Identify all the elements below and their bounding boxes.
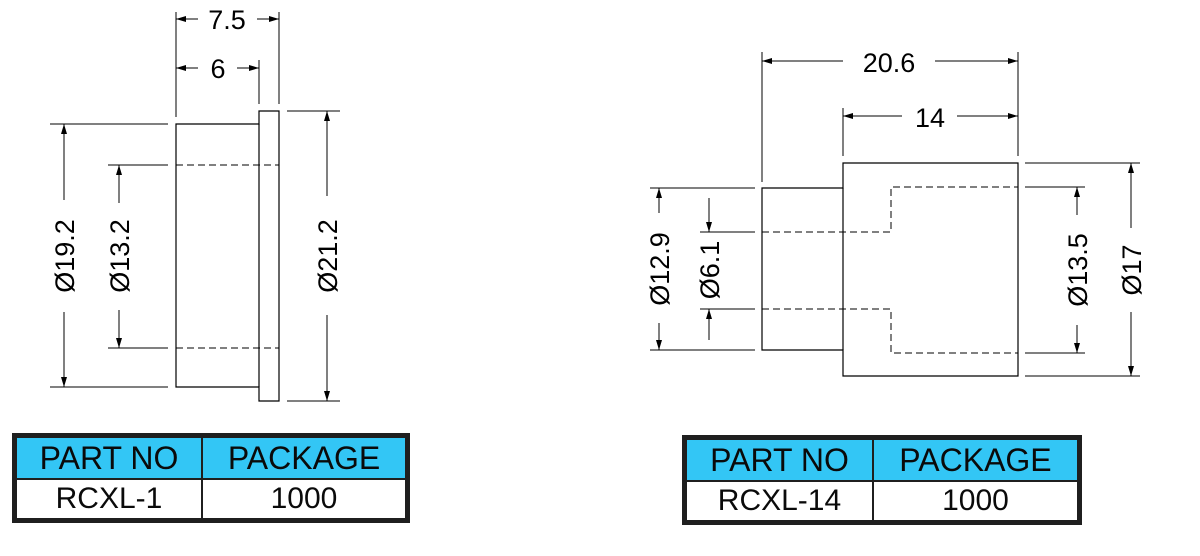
dim-large-outer-diameter-17: Ø17 (1117, 163, 1147, 376)
left-extension-lines (50, 12, 340, 402)
header-part-no: PART NO (13, 434, 203, 480)
part-table-right: PART NO PACKAGE RCXL-14 1000 (682, 435, 1082, 525)
dim-flange-diameter-21-2: Ø21.2 (313, 111, 343, 401)
cell-package: 1000 (871, 480, 1081, 524)
dim-small-bore-diameter-6-1: Ø6.1 (695, 198, 725, 340)
dim-label-12-9: Ø12.9 (645, 232, 675, 306)
dim-overall-length-20-6: 20.6 (762, 48, 1018, 78)
table-row: RCXL-14 1000 (683, 480, 1081, 524)
table-header-row: PART NO PACKAGE (13, 434, 409, 480)
header-package: PACKAGE (201, 434, 409, 480)
cell-package: 1000 (201, 478, 409, 522)
left-part-outline (175, 110, 280, 402)
dim-body-diameter-19-2: Ø19.2 (50, 124, 80, 387)
header-part-no: PART NO (683, 436, 874, 482)
dim-label-13-2: Ø13.2 (105, 219, 135, 293)
dim-label-14: 14 (915, 103, 945, 133)
dim-label-6: 6 (210, 54, 225, 84)
part-table-left: PART NO PACKAGE RCXL-1 1000 (12, 433, 410, 523)
dim-overall-length-7-5: 7.5 (176, 5, 279, 35)
right-extension-lines (650, 52, 1140, 377)
dim-label-7-5: 7.5 (208, 5, 246, 35)
right-part-drawing: 20.6 14 Ø12.9 Ø6.1 Ø13.5 (645, 48, 1147, 377)
dim-label-17: Ø17 (1117, 244, 1147, 295)
dim-small-outer-diameter-12-9: Ø12.9 (645, 188, 675, 350)
cell-part-no: RCXL-1 (13, 478, 203, 522)
table-header-row: PART NO PACKAGE (683, 436, 1081, 482)
dim-label-20-6: 20.6 (863, 48, 916, 78)
dim-large-bore-diameter-13-5: Ø13.5 (1063, 187, 1093, 353)
header-package: PACKAGE (871, 436, 1081, 482)
left-part-drawing: 7.5 6 Ø19.2 Ø13.2 Ø21.2 (50, 5, 343, 402)
dim-large-section-length-14: 14 (843, 103, 1018, 133)
dim-body-length-6: 6 (176, 54, 259, 84)
dim-label-19-2: Ø19.2 (50, 219, 80, 293)
dim-label-13-5: Ø13.5 (1063, 233, 1093, 307)
dim-label-21-2: Ø21.2 (313, 219, 343, 293)
right-part-outline (761, 162, 1019, 377)
table-row: RCXL-1 1000 (13, 478, 409, 522)
dim-label-6-1: Ø6.1 (695, 241, 725, 300)
dim-bore-diameter-13-2: Ø13.2 (105, 165, 135, 348)
cell-part-no: RCXL-14 (683, 480, 874, 524)
